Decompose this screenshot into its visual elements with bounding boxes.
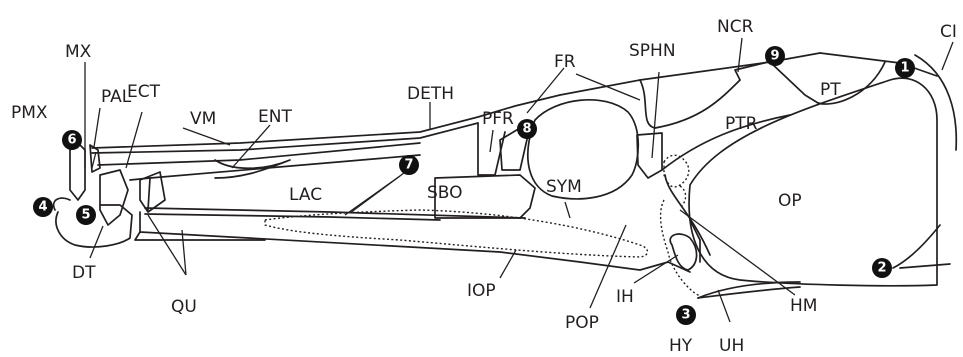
marker-7-text: 7: [404, 158, 413, 173]
label-uh: UH: [719, 336, 744, 356]
label-qu: QU: [171, 297, 197, 317]
label-ncr: NCR: [717, 17, 754, 37]
marker-8-text: 8: [522, 122, 531, 137]
label-ptr: PTR: [725, 114, 758, 134]
label-hy: HY: [669, 336, 693, 356]
label-op: OP: [778, 191, 802, 211]
marker-2-text: 2: [877, 261, 886, 276]
label-mx: MX: [65, 42, 92, 62]
label-pfr: PFR: [482, 109, 514, 129]
marker-1: 1: [895, 58, 915, 78]
label-vm: VM: [190, 109, 216, 129]
label-fr: FR: [554, 52, 576, 72]
label-ih: IH: [616, 287, 634, 307]
label-pop: POP: [565, 313, 599, 333]
label-ci: CI: [940, 22, 957, 42]
marker-9-text: 9: [770, 49, 779, 64]
marker-9: 9: [765, 46, 785, 66]
label-ect: ECT: [127, 82, 161, 102]
label-iop: IOP: [467, 281, 496, 301]
marker-7: 7: [399, 155, 419, 175]
label-sym: SYM: [546, 177, 582, 197]
label-deth: DETH: [407, 84, 454, 104]
marker-4: 4: [33, 197, 53, 217]
marker-3: 3: [676, 305, 696, 325]
marker-5-text: 5: [81, 208, 90, 223]
label-sphn: SPHN: [629, 41, 676, 61]
marker-6: 6: [62, 130, 82, 150]
label-pt: PT: [820, 80, 841, 100]
label-sbo: SBO: [427, 183, 463, 203]
marker-4-text: 4: [38, 200, 47, 215]
labels: MX PMX PAL ECT VM ENT DETH PFR FR SPHN N…: [11, 17, 957, 356]
label-dt: DT: [72, 263, 96, 283]
marker-5: 5: [76, 205, 96, 225]
marker-6-text: 6: [67, 133, 76, 148]
marker-8: 8: [517, 119, 537, 139]
label-pmx: PMX: [11, 103, 48, 123]
label-lac: LAC: [289, 185, 322, 205]
label-ent: ENT: [258, 107, 292, 127]
marker-2: 2: [872, 258, 892, 278]
label-hm: HM: [790, 296, 817, 316]
marker-1-text: 1: [900, 61, 909, 76]
marker-3-text: 3: [681, 308, 690, 323]
